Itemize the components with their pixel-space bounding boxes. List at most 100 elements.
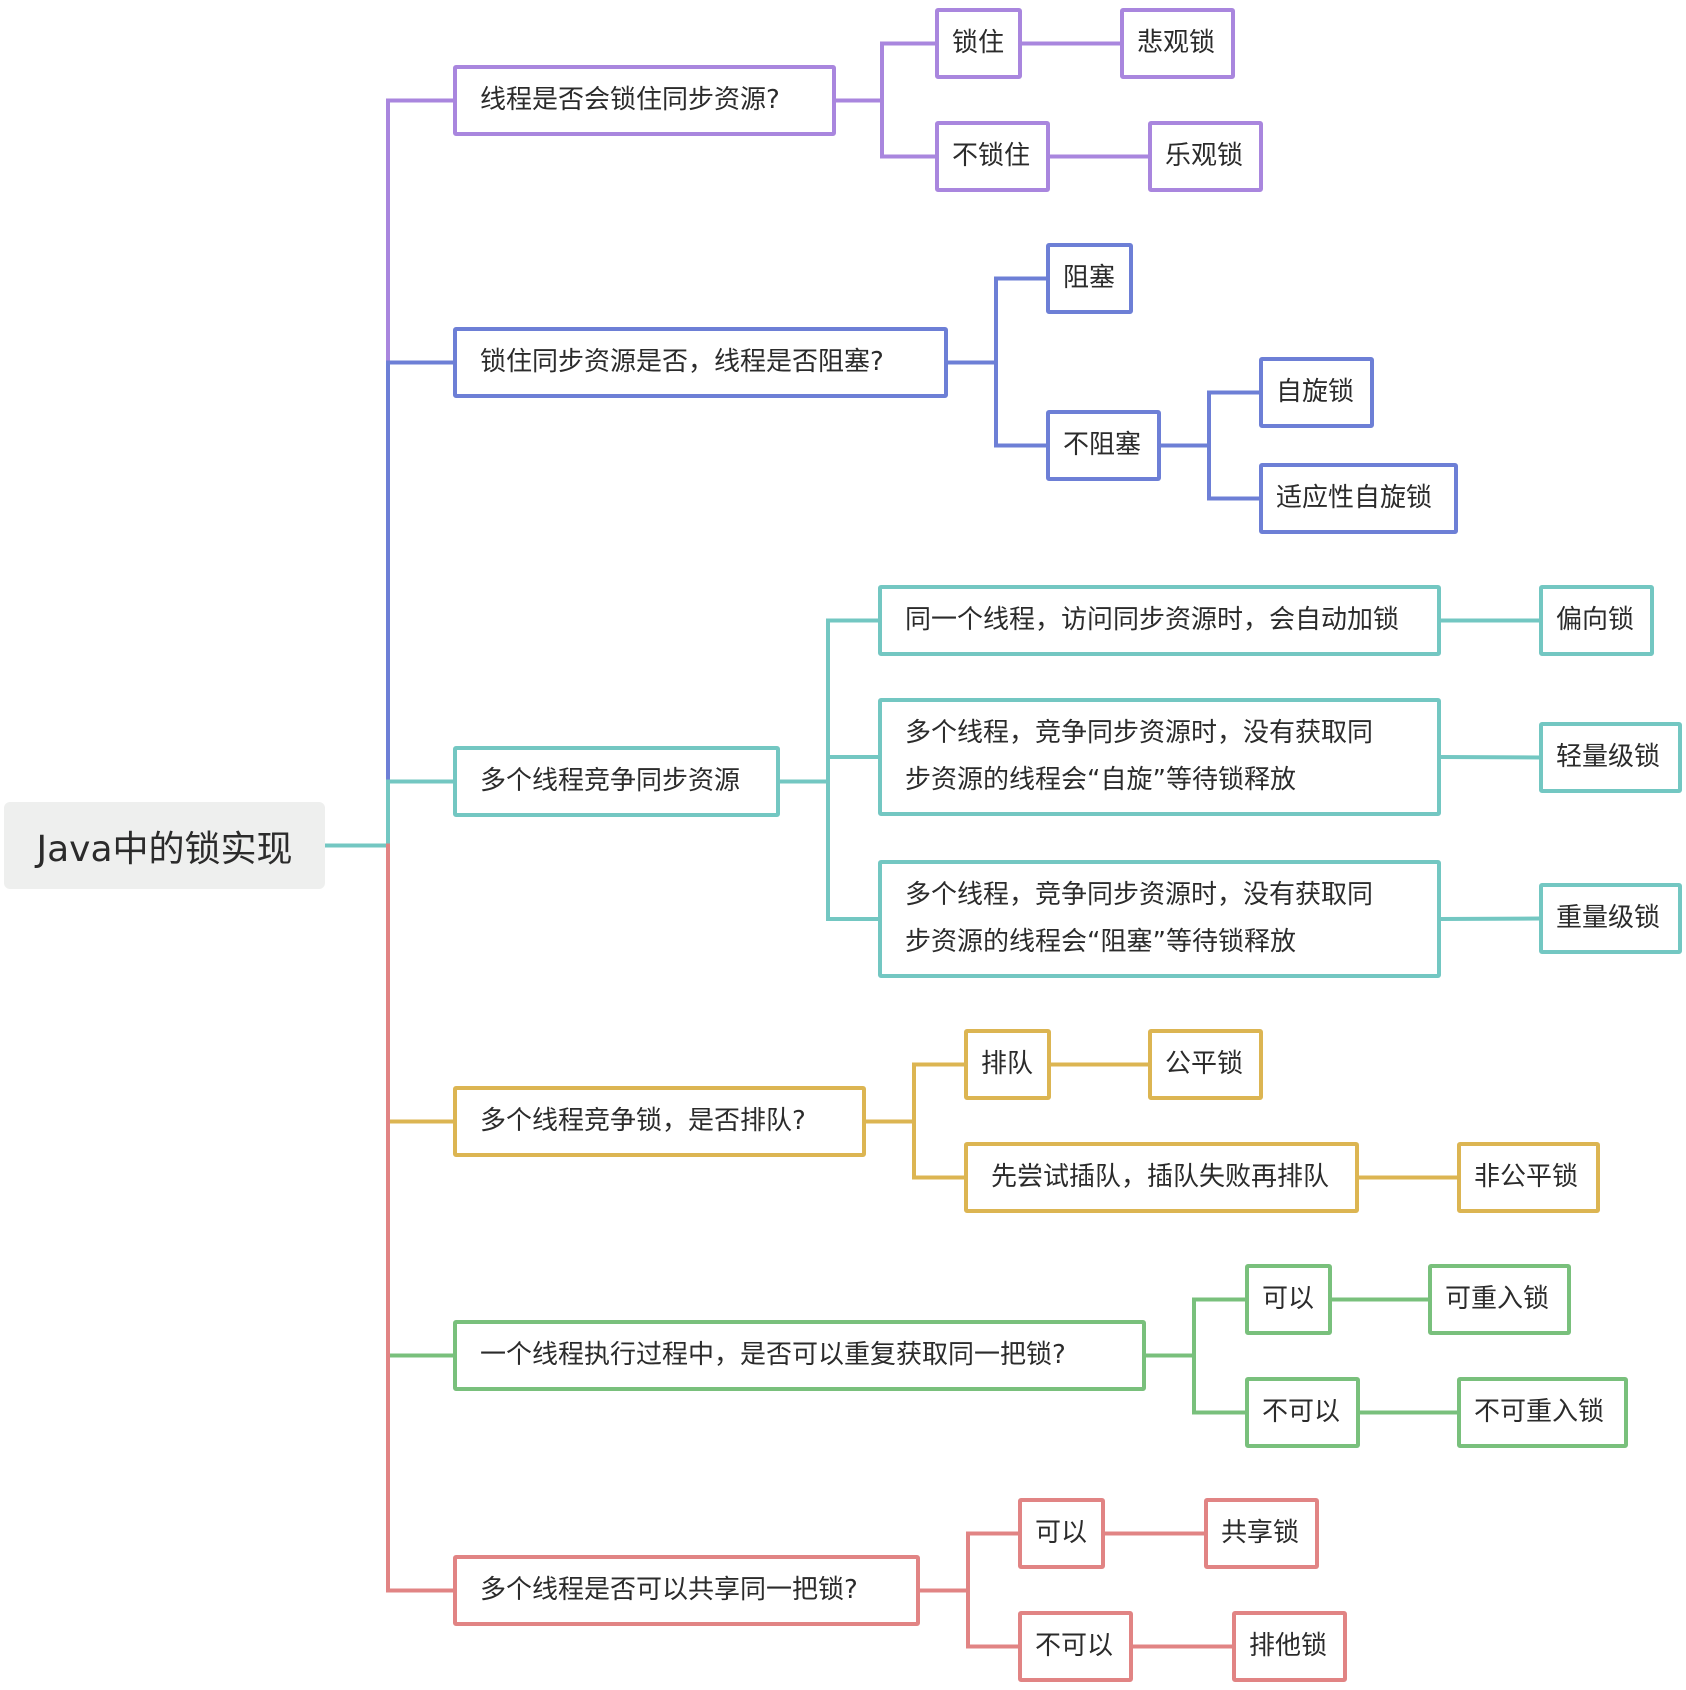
lock-type-node[interactable]: 排他锁 [1232, 1611, 1347, 1682]
option-node-text: 不可以 [1262, 1389, 1340, 1436]
branch-node-label: 多个线程竞争同步资源 [480, 766, 741, 796]
leaf-connector [1438, 916, 1542, 922]
branch-node[interactable]: 多个线程是否可以共享同一把锁? [453, 1555, 920, 1626]
option-node-text: 不阻塞 [1063, 422, 1141, 469]
option-node[interactable]: 多个线程，竞争同步资源时，没有获取同步资源的线程会“自旋”等待锁释放 [878, 698, 1441, 816]
branch-node-label: 多个线程竞争锁，是否排队? [480, 1106, 806, 1136]
lock-type-node-text: 可重入锁 [1445, 1276, 1549, 1323]
option-node[interactable]: 可以 [1245, 1264, 1332, 1335]
option-node[interactable]: 不阻塞 [1046, 410, 1161, 481]
option-node-label: 不可以 [1262, 1397, 1341, 1427]
lock-type-node-text: 排他锁 [1249, 1623, 1327, 1670]
branch-node[interactable]: 多个线程竞争锁，是否排队? [453, 1086, 866, 1157]
option-node-text: 多个线程，竞争同步资源时，没有获取同步资源的线程会“自旋”等待锁释放 [905, 710, 1373, 804]
lock-type-node[interactable]: 不可重入锁 [1457, 1377, 1628, 1448]
lock-type-node-text: 自旋锁 [1276, 369, 1354, 416]
lock-type-node-label: 非公平锁 [1474, 1162, 1579, 1192]
branch-node-label: 线程是否会锁住同步资源? [480, 85, 780, 115]
lock-type-node-label: 不可重入锁 [1474, 1397, 1605, 1427]
lock-type-node-label: 适应性自旋锁 [1276, 483, 1433, 513]
option-node-label: 可以 [1035, 1518, 1088, 1548]
option-node-label-line: 步资源的线程会“阻塞”等待锁释放 [905, 927, 1296, 957]
option-node-text: 不锁住 [952, 133, 1030, 180]
lock-type-node-label: 可重入锁 [1445, 1284, 1550, 1314]
option-node-text: 同一个线程，访问同步资源时，会自动加锁 [905, 597, 1399, 644]
branch-node-text: 锁住同步资源是否，线程是否阻塞? [480, 339, 884, 386]
lock-type-node-text: 悲观锁 [1137, 20, 1215, 67]
option-node-label-line: 步资源的线程会“自旋”等待锁释放 [905, 765, 1296, 795]
branch-node-label: 锁住同步资源是否，线程是否阻塞? [480, 347, 884, 377]
lock-type-node[interactable]: 自旋锁 [1259, 357, 1374, 428]
lock-type-node[interactable]: 重量级锁 [1539, 883, 1682, 954]
option-node-label-line: 多个线程，竞争同步资源时，没有获取同 [905, 880, 1374, 910]
lock-type-node-text: 轻量级锁 [1556, 734, 1660, 781]
option-node-label: 不锁住 [952, 141, 1031, 171]
lock-type-node-text: 偏向锁 [1556, 597, 1634, 644]
option-node[interactable]: 不可以 [1245, 1377, 1360, 1448]
branch-node-label: 一个线程执行过程中，是否可以重复获取同一把锁? [480, 1340, 1066, 1370]
lock-type-node[interactable]: 公平锁 [1148, 1029, 1263, 1100]
option-node-text: 可以 [1035, 1510, 1087, 1557]
option-node[interactable]: 排队 [964, 1029, 1051, 1100]
option-node[interactable]: 阻塞 [1046, 243, 1133, 314]
option-node-label: 锁住 [952, 28, 1005, 58]
option-node-label: 可以 [1262, 1284, 1315, 1314]
lock-type-node[interactable]: 共享锁 [1204, 1498, 1319, 1569]
option-node[interactable]: 不可以 [1018, 1611, 1133, 1682]
option-node-label: 先尝试插队，插队失败再排队 [991, 1162, 1330, 1192]
lock-type-node-text: 重量级锁 [1556, 895, 1660, 942]
lock-type-node[interactable]: 非公平锁 [1457, 1142, 1600, 1213]
lock-type-node[interactable]: 适应性自旋锁 [1259, 463, 1458, 534]
branch-node[interactable]: 一个线程执行过程中，是否可以重复获取同一把锁? [453, 1320, 1146, 1391]
option-node-label: 同一个线程，访问同步资源时，会自动加锁 [905, 605, 1400, 635]
lock-type-node-text: 不可重入锁 [1474, 1389, 1604, 1436]
lock-type-node-label: 排他锁 [1249, 1631, 1328, 1661]
option-node-text: 排队 [981, 1041, 1033, 1088]
branch-node-text: 多个线程竞争锁，是否排队? [480, 1098, 806, 1145]
lock-type-node-text: 非公平锁 [1474, 1154, 1578, 1201]
lock-type-node-label: 重量级锁 [1556, 903, 1661, 933]
option-node-label: 不可以 [1035, 1631, 1114, 1661]
option-node-text: 先尝试插队，插队失败再排队 [991, 1154, 1329, 1201]
lock-type-node-label: 轻量级锁 [1556, 742, 1661, 772]
lock-type-node[interactable]: 可重入锁 [1428, 1264, 1571, 1335]
option-node[interactable]: 多个线程，竞争同步资源时，没有获取同步资源的线程会“阻塞”等待锁释放 [878, 860, 1441, 978]
option-node-text: 锁住 [952, 20, 1004, 67]
branch-node[interactable]: 多个线程竞争同步资源 [453, 746, 780, 817]
root-node-label: Java中的锁实现 [36, 828, 293, 870]
option-node-text: 可以 [1262, 1276, 1314, 1323]
lock-type-node-label: 公平锁 [1165, 1049, 1244, 1079]
lock-type-node[interactable]: 轻量级锁 [1539, 722, 1682, 793]
option-node-text: 多个线程，竞争同步资源时，没有获取同步资源的线程会“阻塞”等待锁释放 [905, 872, 1373, 966]
option-node-label: 排队 [981, 1049, 1034, 1079]
option-node[interactable]: 锁住 [935, 8, 1022, 79]
lock-type-node-label: 自旋锁 [1276, 377, 1355, 407]
branch-node-text: 线程是否会锁住同步资源? [480, 77, 780, 124]
lock-type-node[interactable]: 悲观锁 [1120, 8, 1235, 79]
lock-type-node-label: 乐观锁 [1165, 141, 1244, 171]
branch-node[interactable]: 线程是否会锁住同步资源? [453, 65, 836, 136]
branch-node-label: 多个线程是否可以共享同一把锁? [480, 1575, 858, 1605]
option-node-text: 不可以 [1035, 1623, 1113, 1670]
lock-type-node[interactable]: 偏向锁 [1539, 585, 1654, 656]
branch-node-text: 多个线程是否可以共享同一把锁? [480, 1567, 858, 1614]
leaf-connector [1438, 754, 1542, 760]
branch-node-text: 一个线程执行过程中，是否可以重复获取同一把锁? [480, 1332, 1066, 1379]
lock-type-node-label: 偏向锁 [1556, 605, 1635, 635]
option-node-text: 阻塞 [1063, 255, 1115, 302]
lock-type-node[interactable]: 乐观锁 [1148, 121, 1263, 192]
lock-type-node-text: 乐观锁 [1165, 133, 1243, 180]
option-node[interactable]: 同一个线程，访问同步资源时，会自动加锁 [878, 585, 1441, 656]
option-node[interactable]: 不锁住 [935, 121, 1050, 192]
option-node[interactable]: 可以 [1018, 1498, 1105, 1569]
branch-node[interactable]: 锁住同步资源是否，线程是否阻塞? [453, 327, 948, 398]
lock-type-node-text: 公平锁 [1165, 1041, 1243, 1088]
lock-type-node-text: 适应性自旋锁 [1276, 475, 1432, 522]
lock-type-node-label: 共享锁 [1221, 1518, 1300, 1548]
option-node[interactable]: 先尝试插队，插队失败再排队 [964, 1142, 1359, 1213]
branch-node-text: 多个线程竞争同步资源 [480, 758, 740, 805]
option-node-label: 不阻塞 [1063, 430, 1142, 460]
root-node[interactable]: Java中的锁实现 [4, 802, 325, 889]
